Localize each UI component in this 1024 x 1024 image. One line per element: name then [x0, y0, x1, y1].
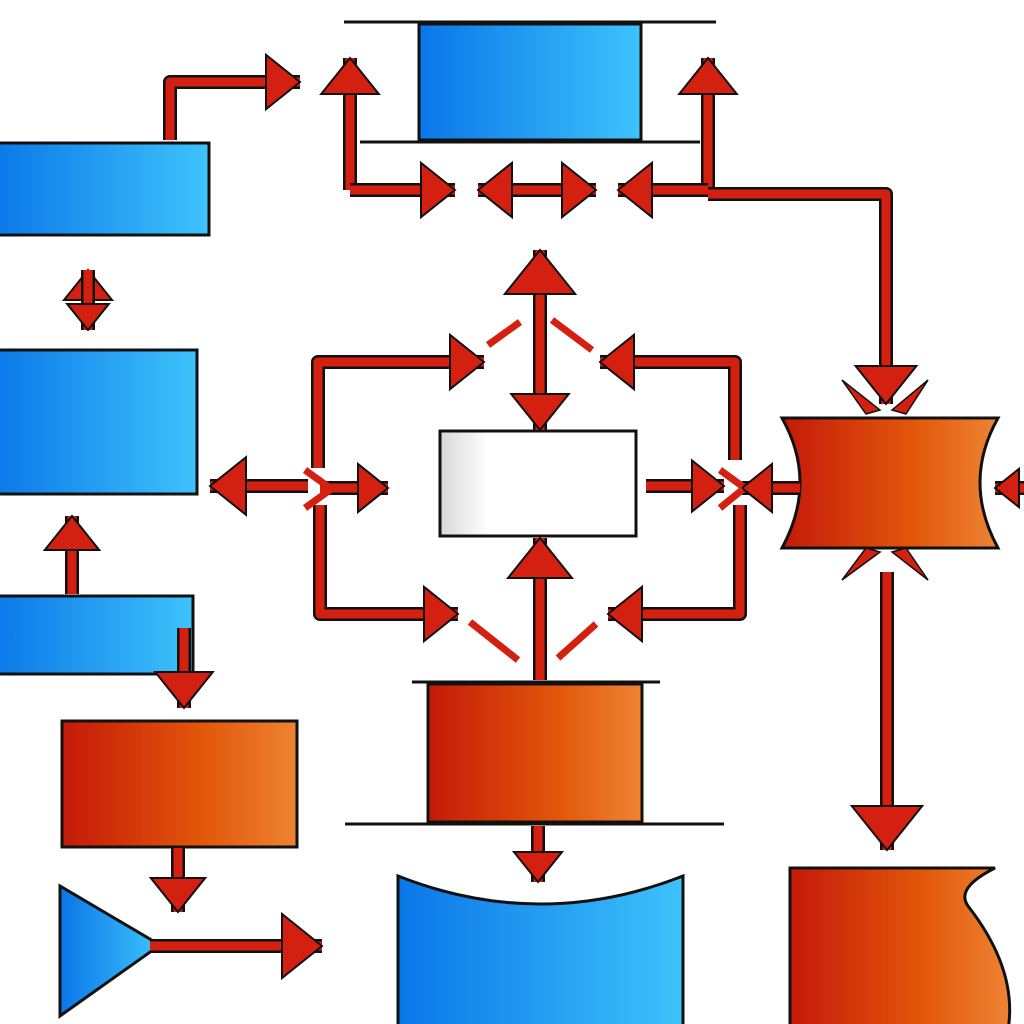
center-white-box[interactable] — [438, 429, 638, 538]
arrow-center-down — [509, 300, 571, 432]
arrow-far-right-left — [993, 466, 1024, 510]
dash-top-left-1 — [485, 319, 523, 348]
dash-bottom-right-1 — [555, 621, 599, 661]
dash-right-top — [717, 467, 745, 489]
right-bowtie-shape[interactable] — [779, 416, 1001, 550]
arrow-under-top-center-right — [530, 160, 598, 220]
bowtie-bottom-spikes — [841, 547, 929, 581]
top-center-box-group — [344, 20, 716, 144]
arrow-center-bottom-up — [505, 536, 575, 680]
arrow-elbow-top-left — [163, 52, 302, 140]
dash-right-bottom — [717, 487, 745, 511]
left-middle-box[interactable] — [0, 348, 199, 496]
bowtie-top-spikes — [841, 379, 929, 415]
arrow-elbow-to-bowtie — [708, 187, 919, 406]
arrow-right-long-down — [849, 572, 925, 852]
arrow-bottom-center-down — [511, 826, 565, 884]
arrow-layer — [42, 52, 1024, 981]
arrow-left-middle-left — [208, 455, 308, 517]
arrow-left-vertical-down — [65, 270, 111, 332]
left-top-box[interactable] — [0, 141, 211, 237]
dash-left-top — [302, 467, 333, 491]
arrow-orange-to-triangle — [148, 848, 208, 914]
arrow-left-middle-right — [320, 461, 390, 515]
arrow-loop-bottom-left — [313, 505, 460, 644]
arrow-loop-top-right — [598, 332, 742, 460]
arrow-loop-bottom-right — [606, 505, 747, 644]
bottom-right-orange-shape[interactable] — [788, 866, 1012, 1024]
dash-bottom-left-1 — [467, 619, 521, 663]
arrow-left-lower-up — [42, 514, 102, 594]
arrow-elbow-under-top-left — [350, 160, 457, 220]
bottom-center-orange-box[interactable] — [426, 682, 644, 824]
arrow-up-top-left — [319, 56, 381, 190]
dash-top-right-1 — [549, 317, 595, 353]
arrow-under-top-center-left — [476, 160, 530, 220]
bottom-center-orange-box-group — [345, 680, 724, 826]
arrow-right-middle-right — [646, 458, 726, 514]
bottom-center-blue-curved-box[interactable] — [396, 873, 685, 1024]
top-center-box[interactable] — [417, 22, 643, 142]
bottom-left-orange-box[interactable] — [60, 719, 299, 849]
left-lower-box[interactable] — [0, 594, 195, 676]
arrow-right-middle-left — [740, 461, 800, 515]
arrow-loop-top-left — [311, 332, 486, 468]
dash-left-bottom — [302, 487, 333, 511]
bottom-left-triangle[interactable] — [58, 883, 163, 1019]
arrow-left-lower-down — [153, 628, 215, 710]
arrow-up-top-right — [677, 56, 739, 190]
arrow-triangle-right — [150, 911, 324, 981]
arrow-elbow-top-right-in — [616, 160, 708, 220]
